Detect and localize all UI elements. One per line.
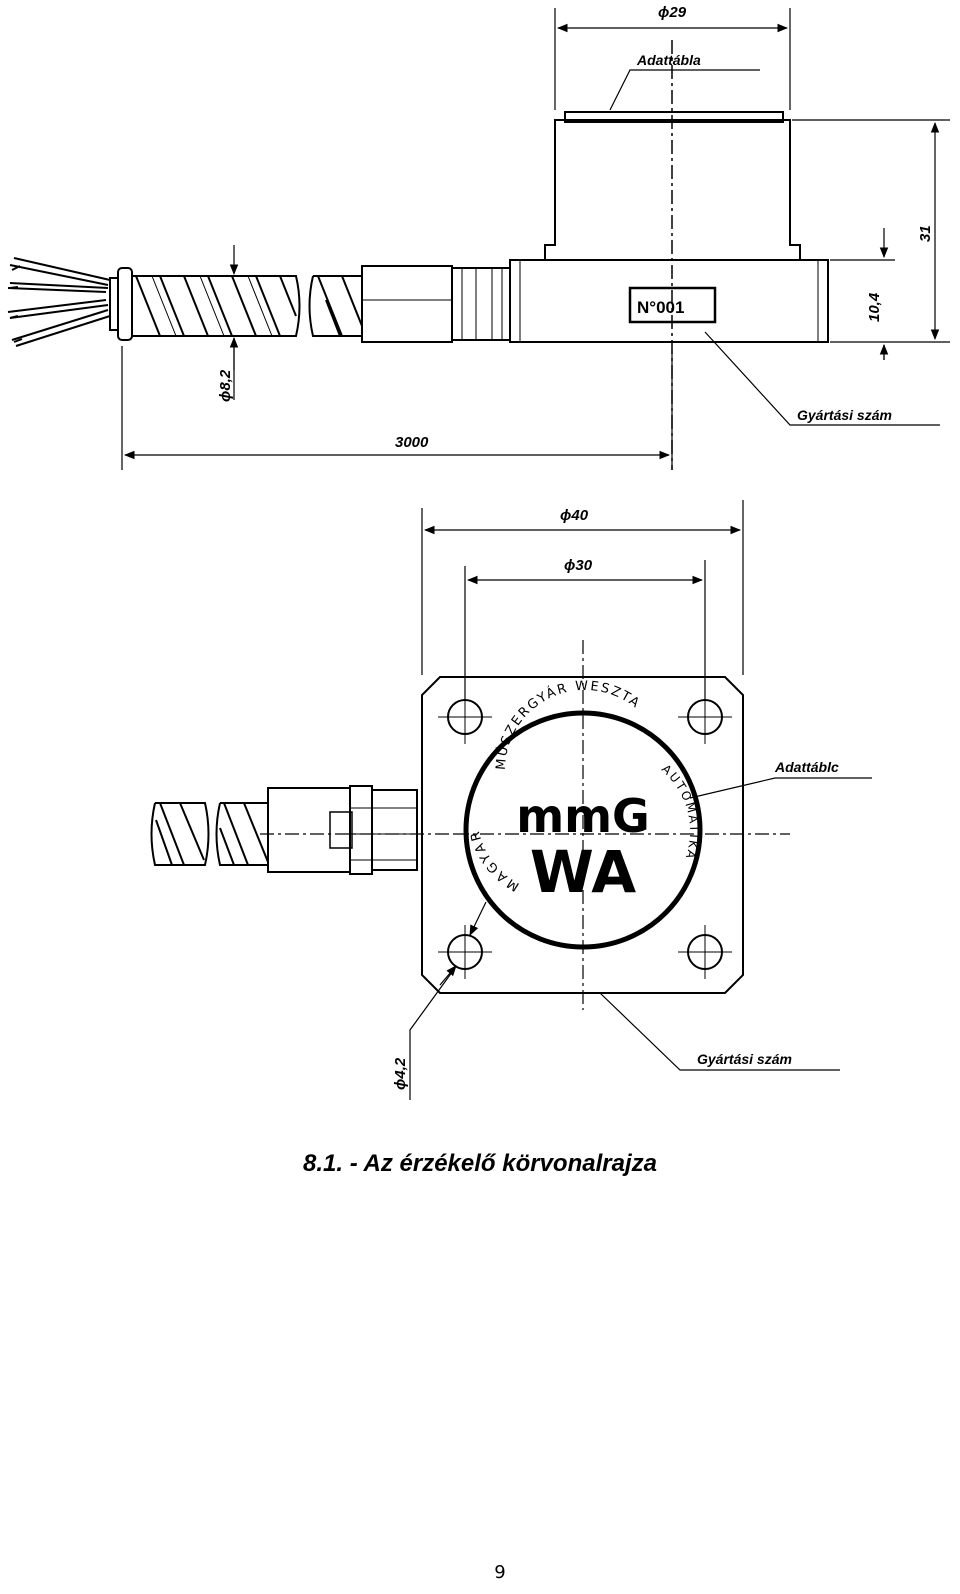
- mounting-hole: [438, 925, 492, 979]
- logo-left-arc-text: MAGYAR: [467, 827, 519, 894]
- gland-nut: [451, 267, 511, 341]
- cable-segment: [132, 275, 301, 337]
- dim-cable-diameter: ϕ8,2: [217, 369, 234, 402]
- label-nameplate-top: Adattábla: [636, 52, 701, 68]
- cable-gland: [361, 265, 453, 343]
- cable-segment: [150, 802, 210, 866]
- dim-diameter-29: ϕ29: [658, 4, 687, 21]
- mounting-hole: [678, 925, 732, 979]
- logo-line-1: mmG: [516, 789, 650, 843]
- cable-segment: [215, 802, 269, 866]
- sensor-outline-drawing: MŰSZERGYÁR WESZTA MAGYAR AUTOMATIKA mmG …: [7, 4, 950, 1100]
- sensor-wires: [7, 257, 111, 347]
- dim-diameter-40: ϕ40: [560, 507, 589, 524]
- serial-plate-text: N°001: [637, 298, 684, 317]
- plan-view: [150, 500, 872, 1100]
- svg-text:MAGYAR: MAGYAR: [467, 827, 522, 894]
- figure-caption: 8.1. - Az érzékelő körvonalrajza: [303, 1150, 657, 1177]
- page-number: 9: [494, 1562, 506, 1583]
- cable-gland: [267, 787, 351, 873]
- label-serial-bottom: Gyártási szám: [697, 1051, 792, 1067]
- mounting-flange: [421, 676, 744, 994]
- dim-cable-length: 3000: [395, 434, 429, 451]
- dim-height-10-4: 10,4: [866, 292, 883, 322]
- svg-text:MŰSZERGYÁR WESZTA: MŰSZERGYÁR WESZTA: [494, 679, 644, 771]
- logo-line-2: WA: [530, 838, 636, 906]
- side-view: [7, 8, 950, 470]
- logo-right-arc-text: AUTOMATIKA: [659, 762, 699, 862]
- dim-hole-diameter: ϕ4,2: [392, 1057, 409, 1090]
- label-serial-top: Gyártási szám: [797, 407, 892, 423]
- dim-height-31: 31: [917, 225, 934, 242]
- cable-end-ring: [117, 267, 133, 341]
- logo-top-arc-text: MŰSZERGYÁR WESZTA: [494, 679, 642, 771]
- gland-nut: [371, 789, 418, 871]
- svg-text:AUTOMATIKA: AUTOMATIKA: [659, 762, 701, 862]
- cable-segment: [308, 275, 363, 337]
- label-nameplate-bottom: Adattáblc: [774, 759, 839, 775]
- nameplate-top: [564, 111, 784, 123]
- dim-diameter-30: ϕ30: [564, 557, 593, 574]
- nameplate-circle: [463, 710, 703, 950]
- sensor-base: [509, 259, 829, 343]
